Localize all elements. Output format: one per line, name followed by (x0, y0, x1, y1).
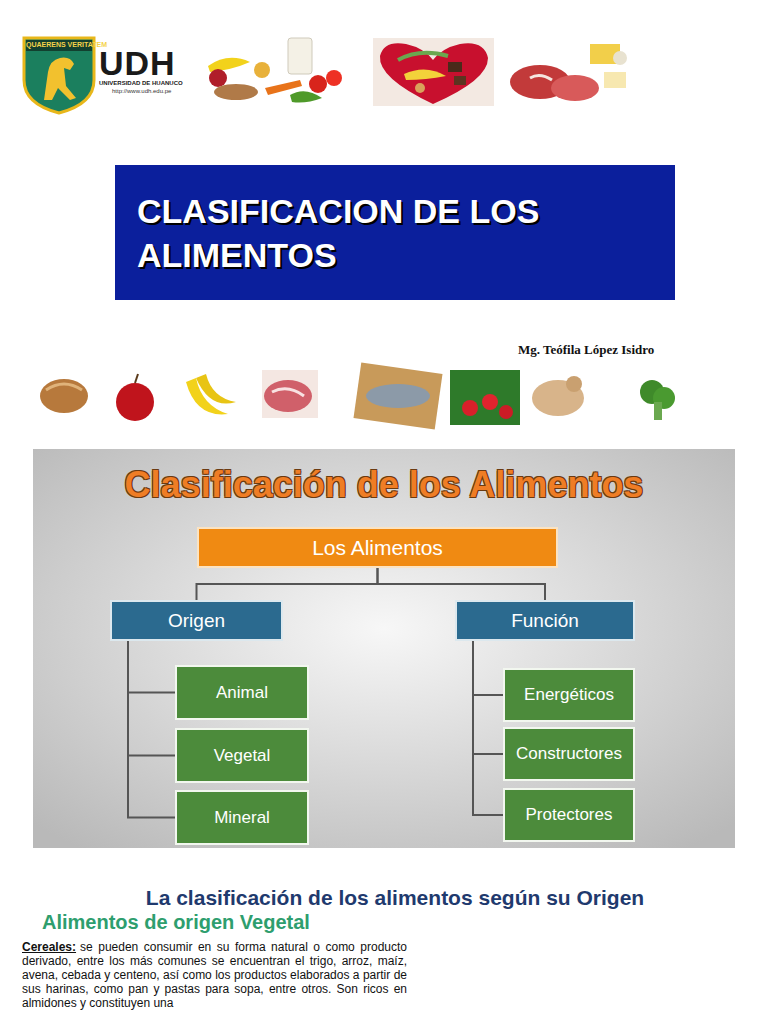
title-banner: CLASIFICACION DE LOS ALIMENTOS (115, 165, 675, 300)
term-heading: Cereales: (22, 940, 76, 954)
category-box: Origen (110, 600, 283, 641)
leaf-box: Energéticos (503, 668, 635, 722)
node-text: Energéticos (524, 685, 614, 705)
node-text: Mineral (214, 808, 270, 828)
tree-connector (128, 641, 175, 818)
logo-motto: QUAERENS VERITATEM (26, 41, 92, 48)
food-photo (205, 32, 345, 110)
node-text: CLASIFICACION DE LOS ALIMENTOS (137, 189, 653, 277)
node-text: Protectores (526, 805, 613, 825)
category-box: Función (455, 600, 635, 641)
section-heading: La clasificación de los alimentos según … (128, 886, 662, 910)
node-text: Vegetal (214, 746, 271, 766)
node-text: Origen (168, 610, 225, 632)
node-text: Función (511, 610, 579, 632)
logo-subtitle: UNIVERSIDAD DE HUANUCO (99, 80, 209, 86)
university-logo (24, 38, 94, 113)
food-row (40, 363, 675, 430)
leaf-box: Constructores (503, 727, 635, 781)
tree-connector (473, 641, 503, 815)
leaf-box: Protectores (503, 788, 635, 842)
food-photo (373, 38, 494, 106)
slide-background (33, 449, 735, 848)
root-box: Los Alimentos (197, 527, 558, 568)
tree-connector (197, 568, 378, 600)
subsection-heading: Alimentos de origen Vegetal (42, 910, 362, 934)
food-photo (506, 40, 632, 105)
body-paragraph: Cereales:se pueden consumir en su forma … (22, 940, 407, 1010)
node-text: Animal (216, 683, 268, 703)
leaf-box: Animal (175, 665, 309, 720)
logo-url: http://www.udh.edu.pe (112, 88, 212, 94)
slide-title: Clasificación de los Alimentos (33, 464, 735, 506)
tree-connector (473, 641, 503, 695)
leaf-box: Vegetal (175, 728, 309, 783)
logo-name: UDH (99, 44, 199, 83)
node-text: Los Alimentos (312, 536, 443, 560)
node-text: Constructores (516, 744, 622, 764)
leaf-box: Mineral (175, 790, 309, 845)
body-text: se pueden consumir en su forma natural o… (22, 940, 407, 1010)
author-name: Mg. Teófila López Isidro (518, 342, 758, 358)
tree-connector (128, 641, 175, 693)
tree-connector (128, 641, 175, 756)
tree-connector (378, 568, 546, 600)
tree-connector (473, 641, 503, 754)
